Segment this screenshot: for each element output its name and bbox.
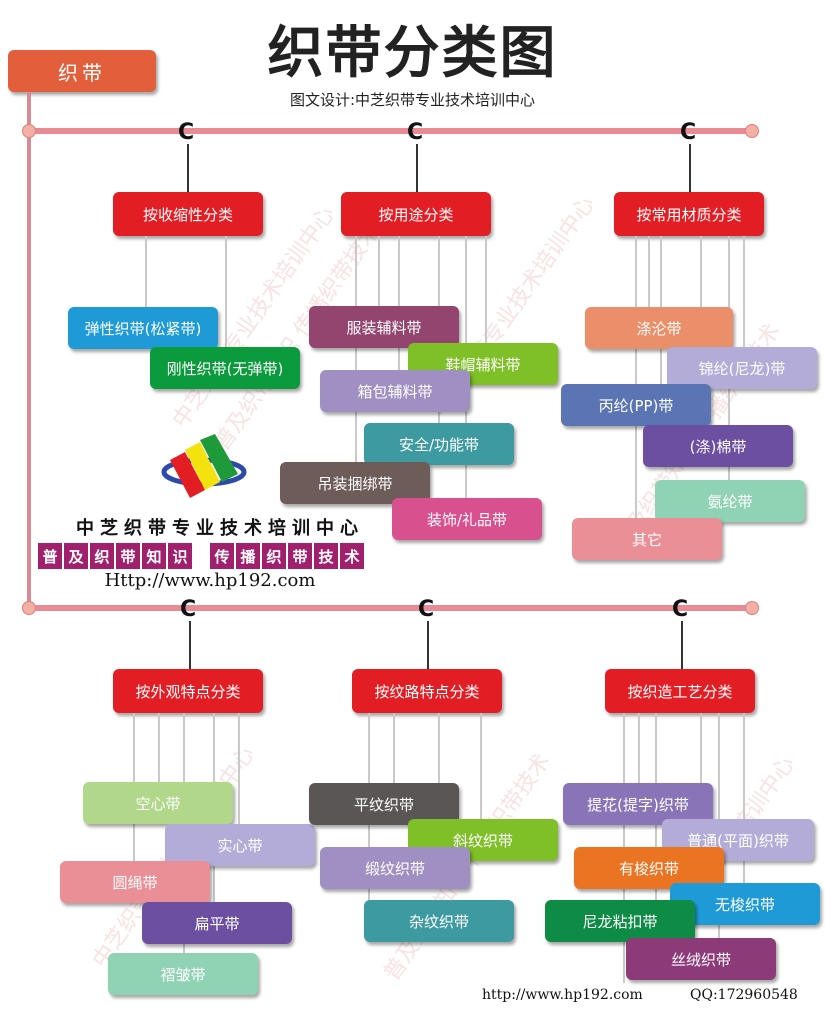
page-subtitle: 图文设计:中芝织带专业技术培训中心 bbox=[289, 91, 536, 109]
rail-end-dot bbox=[22, 601, 36, 615]
connector bbox=[485, 236, 487, 344]
leaf-other-material[interactable]: 其它 bbox=[572, 518, 722, 560]
leaf-satin-weave[interactable]: 缎纹织带 bbox=[320, 847, 470, 889]
leaf-solid[interactable]: 实心带 bbox=[165, 824, 315, 866]
hook-wire bbox=[689, 144, 691, 192]
leaf-velvet-tape[interactable]: 丝绒织带 bbox=[626, 938, 776, 980]
leaf-safety-functional[interactable]: 安全/功能带 bbox=[364, 423, 514, 465]
leaf-nylon[interactable]: 锦纶(尼龙)带 bbox=[667, 347, 817, 389]
root-node[interactable]: 织带 bbox=[8, 50, 156, 92]
slogan-char: 传 bbox=[210, 543, 234, 569]
leaf-lifting-strapping[interactable]: 吊装捆绑带 bbox=[280, 462, 430, 504]
leaf-polypropylene[interactable]: 丙纶(PP)带 bbox=[561, 384, 711, 426]
slogan-char: 知 bbox=[142, 543, 166, 569]
leaf-spandex[interactable]: 氨纶带 bbox=[655, 480, 805, 522]
leaf-flat[interactable]: 扁平带 bbox=[142, 902, 292, 944]
connector bbox=[638, 713, 640, 783]
slogan-char: 识 bbox=[168, 543, 192, 569]
page-title: 织带分类图 bbox=[267, 21, 558, 86]
connector bbox=[158, 713, 160, 783]
hook-wire bbox=[416, 144, 418, 192]
leaf-hook-loop-tape[interactable]: 尼龙粘扣带 bbox=[545, 900, 695, 942]
hook-icon: C bbox=[407, 120, 424, 145]
leaf-polyester[interactable]: 涤沦带 bbox=[585, 307, 733, 349]
leaf-plain-weave[interactable]: 平纹织带 bbox=[309, 783, 459, 825]
hook-icon: C bbox=[180, 597, 197, 622]
connector bbox=[145, 236, 147, 308]
hook-wire bbox=[189, 621, 191, 669]
rail-top bbox=[28, 128, 753, 134]
category-weave-pattern[interactable]: 按纹路特点分类 bbox=[352, 669, 502, 713]
leaf-pleated[interactable]: 褶皱带 bbox=[108, 953, 258, 995]
hook-wire bbox=[187, 144, 189, 192]
category-usage[interactable]: 按用途分类 bbox=[341, 192, 491, 236]
slogan-gap bbox=[194, 543, 208, 569]
hook-icon: C bbox=[672, 597, 689, 622]
connector bbox=[743, 713, 745, 893]
rail-end-dot bbox=[22, 124, 36, 138]
category-appearance[interactable]: 按外观特点分类 bbox=[113, 669, 263, 713]
leaf-elastic-tape[interactable]: 弹性织带(松紧带) bbox=[68, 307, 218, 349]
hook-icon: C bbox=[418, 597, 435, 622]
category-material[interactable]: 按常用材质分类 bbox=[614, 192, 764, 236]
rail-end-dot bbox=[745, 601, 759, 615]
leaf-shuttleless-loom[interactable]: 无梭织带 bbox=[670, 883, 820, 925]
logo-center-name: 中芝织带专业技术培训中心 bbox=[76, 518, 364, 539]
connector bbox=[393, 713, 395, 783]
leaf-hollow[interactable]: 空心带 bbox=[83, 782, 233, 824]
connector bbox=[438, 713, 440, 848]
connector bbox=[480, 713, 482, 821]
slogan-char: 带 bbox=[116, 543, 140, 569]
connector bbox=[378, 236, 380, 308]
leaf-cotton[interactable]: (涤)棉带 bbox=[643, 425, 793, 467]
slogan-char: 及 bbox=[64, 543, 88, 569]
leaf-garment-accessory[interactable]: 服装辅料带 bbox=[309, 306, 459, 348]
slogan-char: 织 bbox=[90, 543, 114, 569]
slogan-char: 术 bbox=[340, 543, 364, 569]
category-shrinkage[interactable]: 按收缩性分类 bbox=[113, 192, 263, 236]
connector bbox=[238, 713, 240, 825]
slogan-char: 织 bbox=[262, 543, 286, 569]
connector bbox=[743, 236, 745, 348]
leaf-jacquard[interactable]: 提花(提字)织带 bbox=[563, 783, 713, 825]
connector bbox=[225, 236, 227, 348]
footer-qq: QQ:172960548 bbox=[690, 987, 798, 1003]
leaf-plain-flat[interactable]: 普通(平面)织带 bbox=[662, 819, 814, 861]
slogan-char: 技 bbox=[314, 543, 338, 569]
leaf-shuttle-loom[interactable]: 有梭织带 bbox=[574, 847, 724, 889]
hook-wire bbox=[427, 621, 429, 669]
logo-icon bbox=[160, 432, 250, 502]
slogan-char: 带 bbox=[288, 543, 312, 569]
hook-icon: C bbox=[178, 120, 195, 145]
leaf-mixed-weave[interactable]: 杂纹织带 bbox=[364, 900, 514, 942]
leaf-bag-accessory[interactable]: 箱包辅料带 bbox=[320, 370, 470, 412]
logo-url-link[interactable]: Http://www.hp192.com bbox=[104, 570, 316, 591]
root-trunk bbox=[27, 92, 31, 612]
connector bbox=[355, 236, 357, 466]
leaf-round-rope[interactable]: 圆绳带 bbox=[60, 861, 210, 903]
leaf-rigid-tape[interactable]: 刚性织带(无弹带) bbox=[150, 347, 300, 389]
hook-icon: C bbox=[680, 120, 697, 145]
leaf-decorative-gift[interactable]: 装饰/礼品带 bbox=[392, 498, 542, 540]
logo-slogan: 普 及 织 带 知 识 传 播 织 带 技 术 bbox=[38, 543, 388, 569]
rail-end-dot bbox=[745, 124, 759, 138]
rail-bottom bbox=[28, 605, 753, 611]
slogan-char: 播 bbox=[236, 543, 260, 569]
footer-url-link[interactable]: http://www.hp192.com bbox=[482, 987, 643, 1003]
connector bbox=[398, 236, 400, 371]
hook-wire bbox=[681, 621, 683, 669]
slogan-char: 普 bbox=[38, 543, 62, 569]
category-weaving-process[interactable]: 按织造工艺分类 bbox=[605, 669, 755, 713]
connector bbox=[635, 236, 637, 526]
connector bbox=[648, 236, 650, 310]
